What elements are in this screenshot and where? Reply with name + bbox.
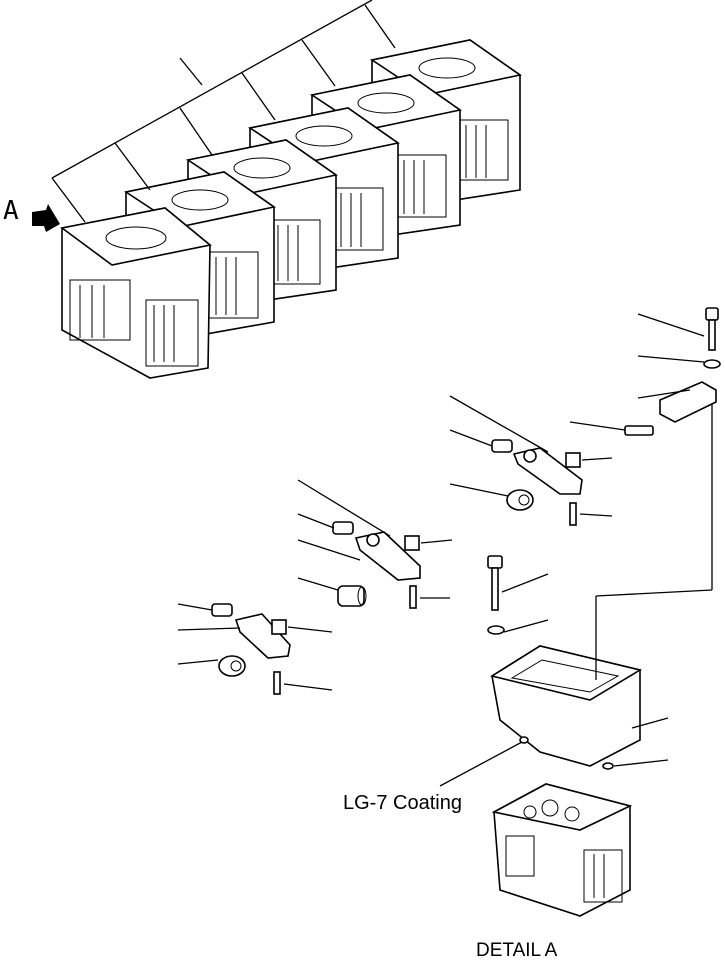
coating-point [439, 736, 529, 787]
cylinder-head-1 [60, 207, 212, 379]
adjust-screw-middle [409, 585, 450, 609]
rocker-arm-middle [297, 479, 421, 581]
rocker-housing-parts [439, 555, 713, 917]
shaft-bolt [637, 307, 719, 351]
rocker-bushing-lower [177, 655, 246, 677]
shaft-pin [569, 421, 654, 436]
coating-note: LG-7 Coating [343, 792, 462, 814]
rocker-shaft [637, 381, 717, 590]
detail-caption: DETAIL A [476, 940, 558, 961]
rocker-arm-upper [449, 395, 583, 495]
rocker-housing [489, 589, 713, 767]
rocker-bushing-upper [449, 483, 534, 511]
rocker-arm-lower [177, 603, 291, 659]
head-leader-tree [51, 0, 396, 223]
shaft-washer [637, 355, 721, 369]
view-letter: A [3, 196, 19, 226]
rocker-shaft-parts [177, 307, 721, 695]
adjust-screw-lower [273, 671, 333, 695]
dowel-ring [602, 759, 669, 770]
rocker-nut-middle [404, 535, 453, 551]
cylinder-head-assembly [32, 0, 522, 379]
housing-bolt [487, 555, 549, 611]
detail-a-head [491, 783, 633, 917]
housing-washer [487, 619, 549, 635]
rocker-nut-lower [271, 619, 333, 635]
arrow-icon [32, 204, 60, 232]
rocker-bushing-middle [297, 577, 367, 607]
rocker-nut-upper [565, 452, 613, 468]
adjust-screw-upper [569, 502, 613, 526]
